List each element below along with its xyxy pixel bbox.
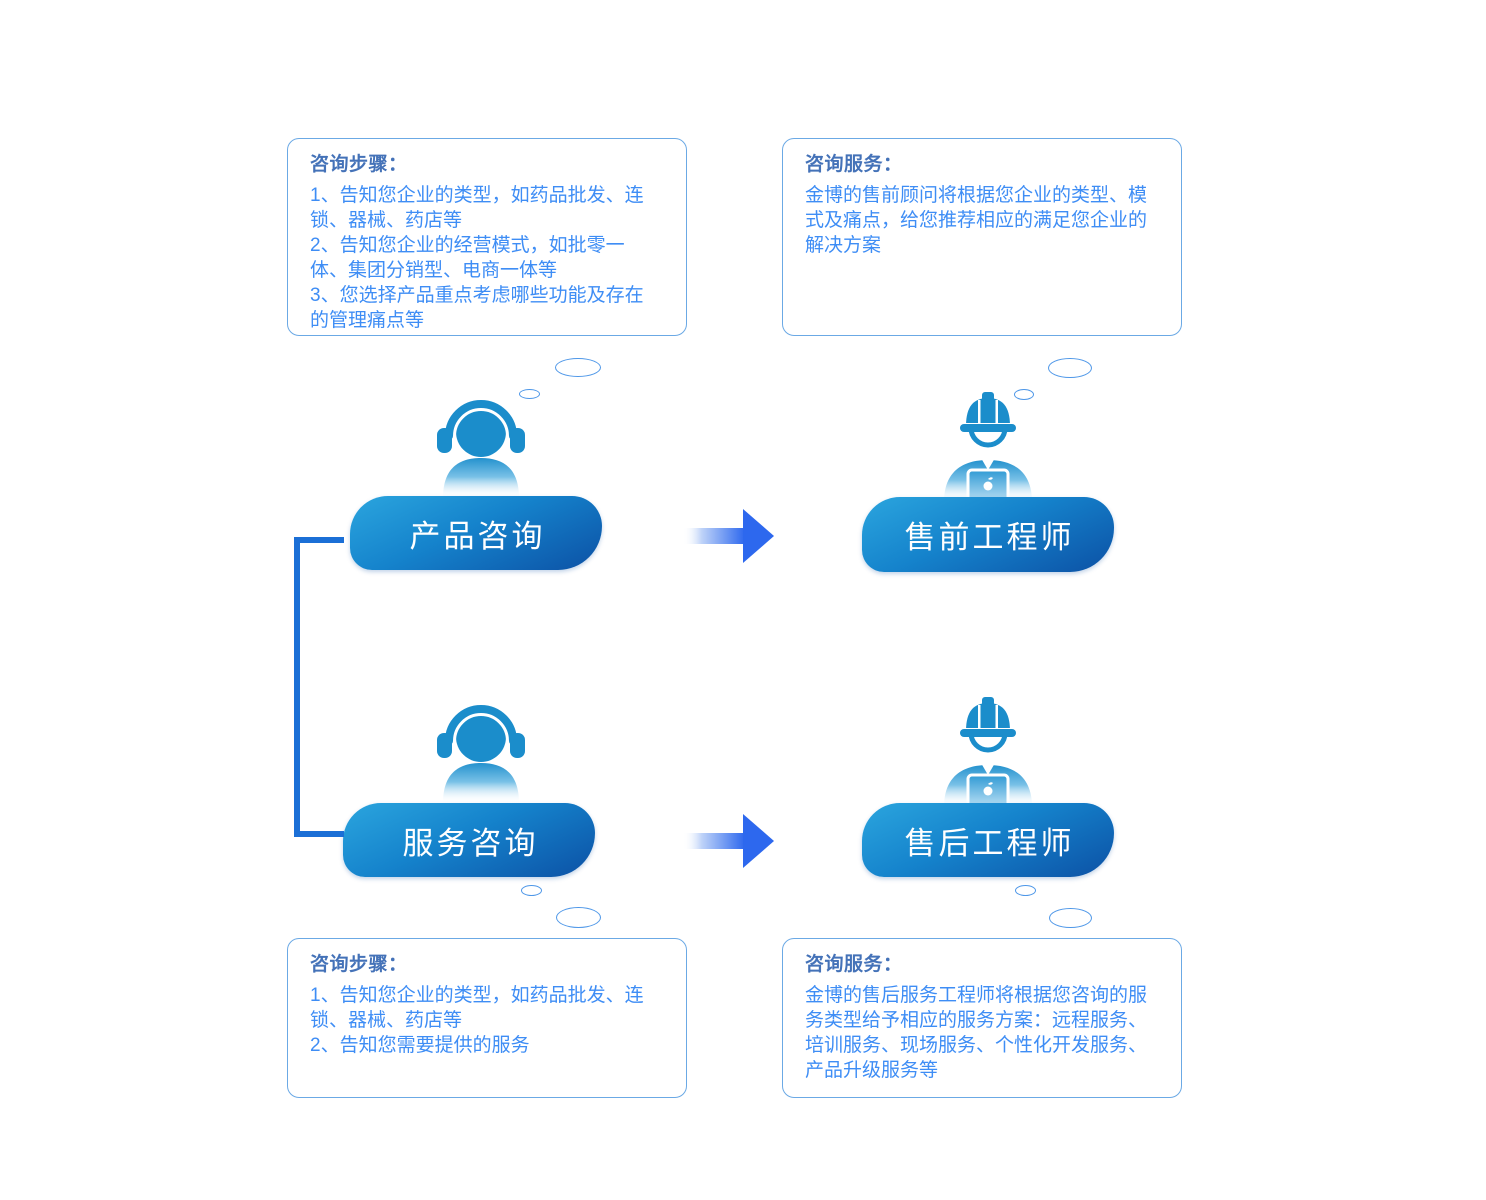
aftersales-engineer-pill: 售后工程师 — [862, 803, 1114, 877]
step-item: 3、您选择产品重点考虑哪些功能及存在的管理痛点等 — [310, 285, 644, 331]
service-box-body: 金博的售后服务工程师将根据您咨询的服务类型给予相应的服务方案：远程服务、培训服务… — [805, 985, 1148, 1081]
pill-label: 产品咨询 — [409, 518, 546, 554]
thought-bubble — [1015, 885, 1036, 896]
connector-line — [294, 537, 344, 837]
steps-box-title: 咨询步骤： — [310, 154, 408, 175]
product-steps-box: 咨询步骤： 1、告知您企业的类型，如药品批发、连锁、器械、药店等 2、告知您企业… — [287, 138, 687, 336]
engineer-laptop-icon — [944, 392, 1032, 502]
flow-arrow-icon — [683, 814, 774, 868]
thought-bubble — [1049, 908, 1092, 928]
thought-bubble — [519, 389, 540, 399]
thought-bubble — [556, 907, 601, 928]
service-box-body: 金博的售前顾问将根据您企业的类型、模式及痛点，给您推荐相应的满足您企业的解决方案 — [805, 185, 1148, 256]
aftersales-service-box: 咨询服务： 金博的售后服务工程师将根据您咨询的服务类型给予相应的服务方案：远程服… — [782, 938, 1182, 1098]
product-consult-pill: 产品咨询 — [350, 496, 602, 570]
thought-bubble — [555, 358, 601, 377]
pill-label: 售前工程师 — [904, 520, 1075, 555]
pill-label: 服务咨询 — [402, 825, 539, 861]
presales-service-box: 咨询服务： 金博的售前顾问将根据您企业的类型、模式及痛点，给您推荐相应的满足您企… — [782, 138, 1182, 336]
step-item: 1、告知您企业的类型，如药品批发、连锁、器械、药店等 — [310, 985, 644, 1031]
service-consult-pill: 服务咨询 — [343, 803, 595, 877]
step-item: 2、告知您需要提供的服务 — [310, 1035, 530, 1056]
flow-arrow-icon — [683, 509, 774, 563]
engineer-laptop-icon — [944, 697, 1032, 807]
thought-bubble — [1014, 389, 1034, 400]
pill-label: 售后工程师 — [904, 825, 1075, 861]
service-box-title: 咨询服务： — [805, 954, 903, 975]
steps-box-title: 咨询步骤： — [310, 954, 408, 975]
thought-bubble — [1048, 358, 1092, 378]
step-item: 2、告知您企业的经营模式，如批零一体、集团分销型、电商一体等 — [310, 235, 625, 281]
presales-engineer-pill: 售前工程师 — [862, 497, 1114, 572]
headset-agent-icon — [437, 398, 525, 498]
headset-agent-icon — [437, 703, 525, 803]
thought-bubble — [521, 885, 542, 896]
step-item: 1、告知您企业的类型，如药品批发、连锁、器械、药店等 — [310, 185, 644, 231]
service-steps-box: 咨询步骤： 1、告知您企业的类型，如药品批发、连锁、器械、药店等 2、告知您需要… — [287, 938, 687, 1098]
service-box-title: 咨询服务： — [805, 154, 903, 175]
